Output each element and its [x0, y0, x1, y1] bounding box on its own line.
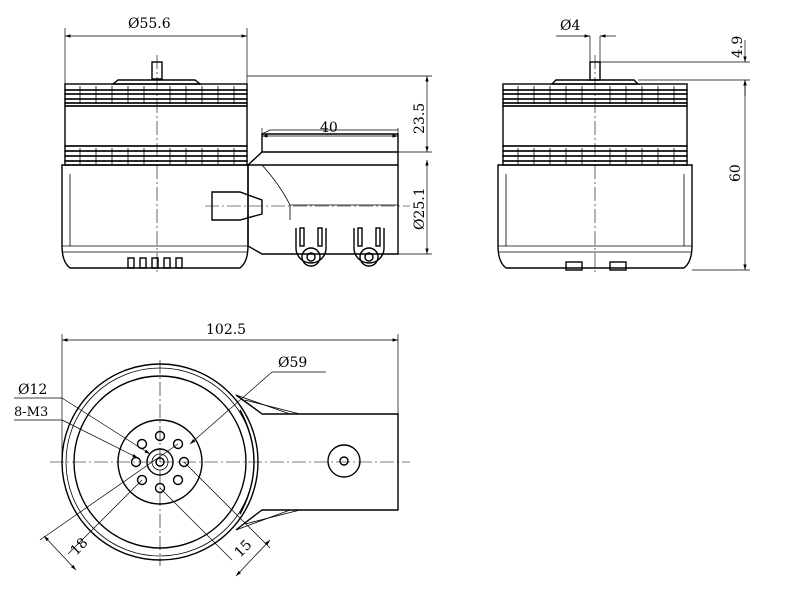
bottom-view	[50, 360, 410, 566]
dim-tube-length: 40	[320, 120, 338, 136]
dim-total-height: 60	[728, 164, 744, 182]
dim-thread-spec: 8-M3	[14, 405, 48, 420]
dim-outer-diameter: Ø59	[278, 355, 307, 371]
dim-shaft-diameter: Ø4	[560, 18, 580, 34]
dim-pcd-outer: 18	[68, 535, 92, 559]
dim-hub-diameter: Ø12	[18, 382, 47, 398]
side-view-dimensions	[556, 34, 750, 271]
front-view-dimensions	[64, 28, 432, 255]
dim-total-length: 102.5	[206, 322, 246, 338]
dim-shaft-length: 4.9	[730, 36, 746, 58]
dim-top-width: Ø55.6	[128, 16, 171, 32]
front-view	[61, 55, 410, 275]
dim-upper-height: 23.5	[412, 103, 428, 134]
bottom-view-dimensions	[14, 334, 399, 577]
side-view	[497, 55, 693, 275]
dim-tube-diameter: Ø25.1	[412, 187, 428, 230]
dim-pcd-inner: 15	[232, 537, 256, 561]
